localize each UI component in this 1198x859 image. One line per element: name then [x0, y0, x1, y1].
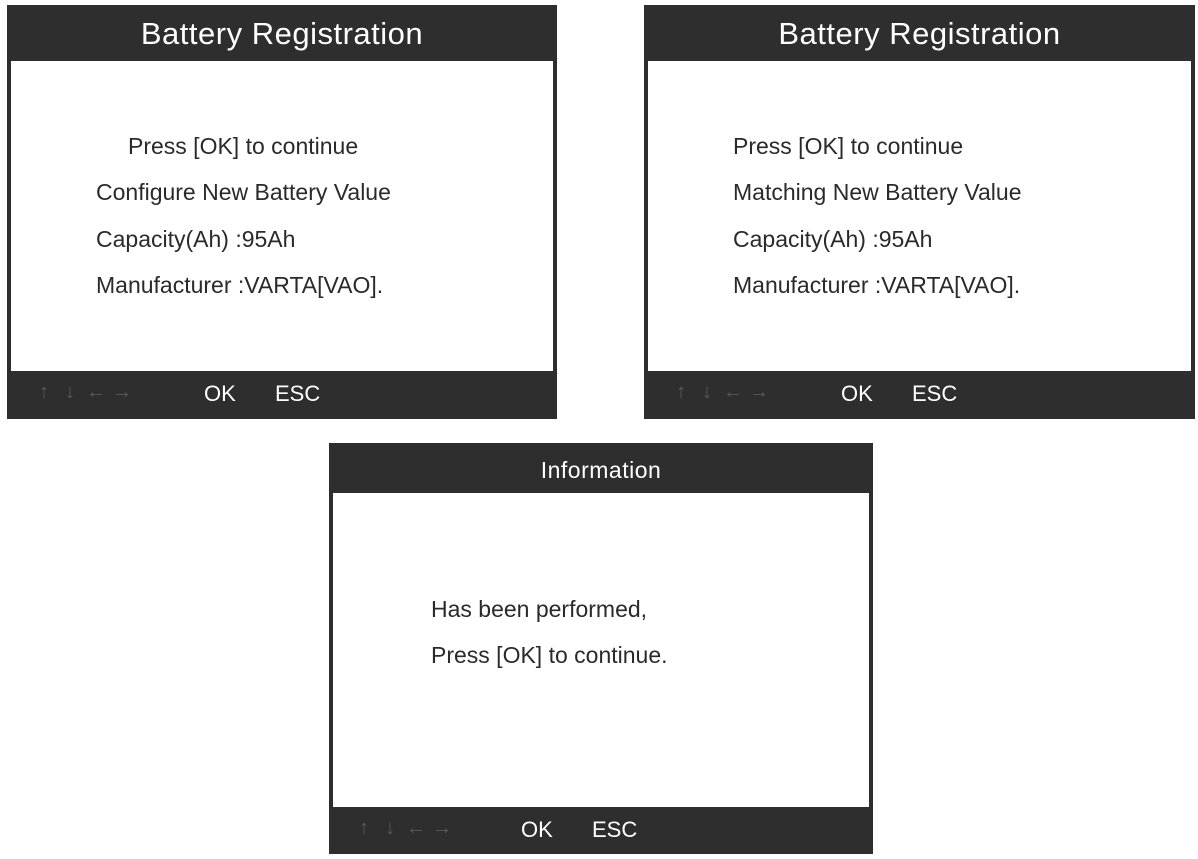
message-line: Has been performed,	[431, 596, 648, 622]
button-bar: ↑ ↓ ← → OK ESC	[648, 371, 1191, 415]
message-line: Matching New Battery Value	[733, 179, 1022, 205]
capacity-value: Capacity(Ah) :95Ah	[733, 226, 933, 252]
message-line: Press [OK] to continue.	[431, 642, 668, 668]
screen-content: Press [OK] to continue Matching New Batt…	[648, 61, 1191, 375]
battery-registration-screen-matching: Battery Registration Press [OK] to conti…	[644, 5, 1195, 419]
battery-registration-screen-configure: Battery Registration Press [OK] to conti…	[7, 5, 557, 419]
screen-content: Has been performed, Press [OK] to contin…	[333, 493, 869, 811]
esc-button[interactable]: ESC	[912, 381, 958, 406]
information-screen: Information Has been performed, Press [O…	[329, 443, 873, 854]
arrow-down-icon[interactable]: ↓	[65, 381, 75, 403]
screen-title: Information	[333, 447, 869, 493]
arrow-right-icon[interactable]: →	[112, 381, 132, 403]
arrow-down-icon[interactable]: ↓	[702, 381, 712, 403]
manufacturer-value: Manufacturer :VARTA[VAO].	[96, 272, 384, 298]
arrow-down-icon[interactable]: ↓	[385, 817, 395, 839]
screen-content: Press [OK] to continue Configure New Bat…	[11, 61, 553, 375]
arrow-up-icon[interactable]: ↑	[39, 381, 49, 403]
ok-button[interactable]: OK	[841, 381, 873, 406]
arrow-left-icon[interactable]: ←	[723, 381, 743, 403]
capacity-value: Capacity(Ah) :95Ah	[96, 226, 296, 252]
arrow-right-icon[interactable]: →	[749, 381, 769, 403]
arrow-up-icon[interactable]: ↑	[676, 381, 686, 403]
esc-button[interactable]: ESC	[592, 817, 638, 842]
button-bar: ↑ ↓ ← → OK ESC	[11, 371, 553, 415]
message-line: Configure New Battery Value	[96, 179, 391, 205]
manufacturer-value: Manufacturer :VARTA[VAO].	[733, 272, 1021, 298]
arrow-up-icon[interactable]: ↑	[359, 817, 369, 839]
ok-button[interactable]: OK	[521, 817, 553, 842]
screen-title: Battery Registration	[11, 9, 553, 61]
message-line: Press [OK] to continue	[733, 133, 964, 159]
arrow-right-icon[interactable]: →	[432, 817, 452, 839]
button-bar: ↑ ↓ ← → OK ESC	[333, 807, 869, 850]
ok-button[interactable]: OK	[204, 381, 236, 406]
arrow-left-icon[interactable]: ←	[406, 817, 426, 839]
screen-title: Battery Registration	[648, 9, 1191, 61]
esc-button[interactable]: ESC	[275, 381, 321, 406]
message-line: Press [OK] to continue	[128, 133, 359, 159]
arrow-left-icon[interactable]: ←	[86, 381, 106, 403]
